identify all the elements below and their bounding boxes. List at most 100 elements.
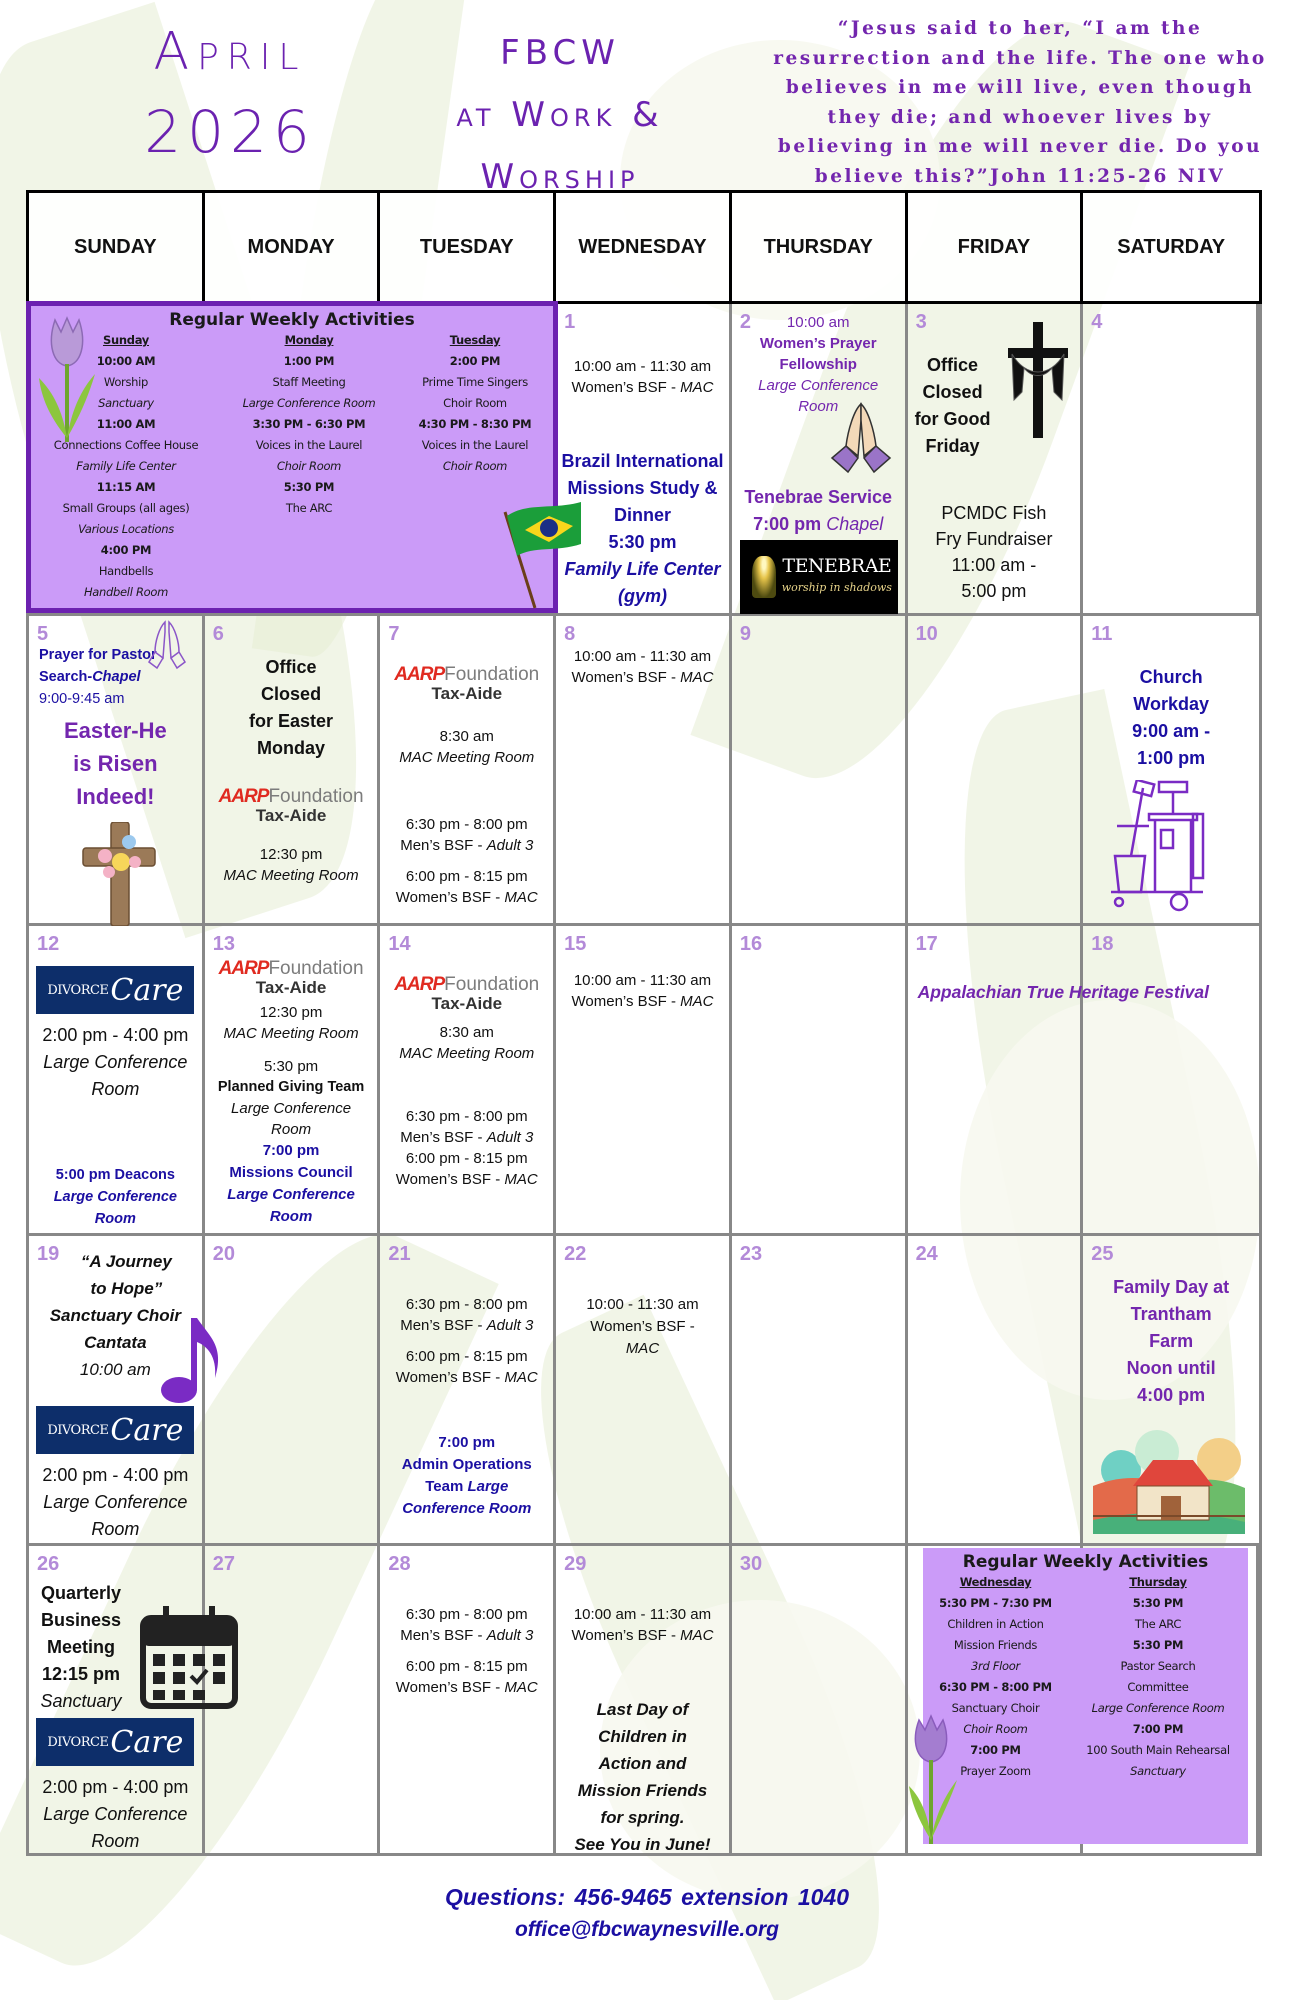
notice-text: for Good bbox=[914, 409, 991, 429]
day-cell-17[interactable]: 17 Appalachian True Heritage Festival bbox=[908, 926, 1209, 1233]
activity-time: 4:30 PM - 8:30 PM bbox=[418, 417, 532, 431]
day-cell-13[interactable]: 13 AARPFoundation Tax-Aide 12:30 pm MAC … bbox=[205, 926, 381, 1233]
day-cell-11[interactable]: 11 Church Workday 9:00 am - 1:00 pm bbox=[1083, 616, 1259, 923]
note-text: Children in bbox=[598, 1727, 687, 1746]
day-number: 29 bbox=[564, 1553, 587, 1575]
day-cell-29[interactable]: 29 10:00 am - 11:30 am Women’s BSF - MAC… bbox=[556, 1546, 732, 1854]
activity-name: Prime Time Singers bbox=[422, 375, 528, 389]
day-cell-22[interactable]: 22 10:00 - 11:30 am Women’s BSF - MAC bbox=[556, 1236, 732, 1543]
day-cell-30[interactable]: 30 bbox=[732, 1546, 908, 1853]
day-number: 17 bbox=[915, 933, 938, 955]
day-cell-16[interactable]: 16 bbox=[732, 926, 908, 1233]
event-aarp: 8:30 am MAC Meeting Room bbox=[380, 1022, 553, 1064]
event-womens-bsf: 6:00 pm - 8:15 pm Women’s BSF - MAC bbox=[380, 1656, 553, 1698]
farm-barn-icon bbox=[1093, 1430, 1246, 1534]
event-time: 1:00 pm bbox=[1137, 748, 1206, 768]
event-aarp: 12:30 pm MAC Meeting Room bbox=[205, 844, 378, 886]
note-text: Mission Friends bbox=[577, 1781, 708, 1800]
event-title: Meeting bbox=[46, 1637, 115, 1657]
contact-email[interactable]: office@fbcwaynesville.org bbox=[514, 1918, 779, 1941]
day-cell-4[interactable]: 4 bbox=[1083, 304, 1259, 613]
weekday-header-row: SUNDAY MONDAY TUESDAY WEDNESDAY THURSDAY… bbox=[26, 190, 1262, 304]
event-title: Farm bbox=[1149, 1331, 1194, 1351]
event-time: 5:30 pm bbox=[263, 1058, 319, 1075]
day-cell-26[interactable]: 26 Quarterly Business Meeting 12:15 pm S… bbox=[29, 1546, 238, 1853]
activity-name: Staff Meeting bbox=[272, 375, 346, 389]
day-cell-28[interactable]: 28 6:30 pm - 8:00 pm Men’s BSF - Adult 3… bbox=[380, 1546, 557, 1853]
activity-time: 2:00 PM bbox=[449, 354, 501, 368]
activity-location: Large Conference Room bbox=[242, 396, 376, 410]
day-cell-25[interactable]: 25 Family Day at Trantham Farm Noon unti… bbox=[1083, 1236, 1259, 1543]
day-cell-15[interactable]: 15 10:00 am - 11:30 am Women’s BSF - MAC bbox=[556, 926, 732, 1233]
day-number: 30 bbox=[739, 1553, 763, 1575]
day-cell-18[interactable]: 18 bbox=[1083, 926, 1259, 1233]
easter-message: Easter-He is Risen Indeed! bbox=[29, 714, 202, 813]
day-cell-9[interactable]: 9 bbox=[732, 616, 908, 923]
day-cell-5[interactable]: 5 Prayer for Pastor Search-Chapel 9:00-9… bbox=[29, 616, 205, 926]
event-title: Women’s Prayer bbox=[759, 335, 877, 352]
day-cell-10[interactable]: 10 bbox=[908, 616, 1084, 923]
day-number: 23 bbox=[739, 1243, 763, 1265]
week-row-1: 1 10:00 am - 11:30 am Women’s BSF - MAC … bbox=[26, 301, 1262, 616]
event-time: 6:00 pm - 8:15 pm bbox=[405, 1150, 528, 1167]
event-mens-bsf: 6:30 pm - 8:00 pm Men’s BSF - Adult 3 bbox=[380, 1106, 553, 1148]
event-title: Workday bbox=[1133, 694, 1209, 714]
logo-text: AARP bbox=[394, 664, 445, 685]
event-time: 5:30 pm bbox=[608, 532, 677, 552]
day-cell-6[interactable]: 6 Office Closed for Easter Monday AARPFo… bbox=[205, 616, 381, 923]
day-cell-27[interactable]: 27 bbox=[205, 1546, 381, 1853]
scripture-verse: “Jesus said to her, “I am the resurrecti… bbox=[773, 18, 1267, 187]
year: 2026 bbox=[144, 98, 316, 166]
logo-text: Tax-Aide bbox=[431, 684, 503, 703]
day-number: 13 bbox=[212, 933, 235, 955]
event-location: Family Life Center bbox=[564, 559, 721, 579]
activity-time: 5:30 PM bbox=[1132, 1638, 1184, 1652]
event-title: Church bbox=[1139, 667, 1203, 687]
day-number: 5 bbox=[37, 623, 49, 645]
event-location: Large Conference bbox=[43, 1492, 188, 1512]
day-cell-14[interactable]: 14 AARPFoundation Tax-Aide 8:30 am MAC M… bbox=[380, 926, 557, 1233]
event-location: Large Conference bbox=[227, 1186, 355, 1203]
event-time: 6:00 pm - 8:15 pm bbox=[405, 1348, 528, 1365]
notice-text: Office bbox=[927, 355, 979, 375]
event-time: 12:30 pm bbox=[259, 846, 323, 863]
event-time: 12:15 pm bbox=[41, 1664, 121, 1684]
day-cell-24[interactable]: 24 bbox=[908, 1236, 1084, 1543]
day-number: 26 bbox=[37, 1553, 60, 1575]
aarp-tax-aide-logo: AARPFoundation Tax-Aide bbox=[205, 959, 378, 997]
event-title: Fry Fundraiser bbox=[935, 529, 1053, 549]
event-mens-bsf: 6:30 pm - 8:00 pm Men’s BSF - Adult 3 bbox=[380, 1294, 553, 1336]
day-cell-19[interactable]: 19 “A Journey to Hope” Sanctuary Choir C… bbox=[29, 1236, 219, 1543]
day-number: 9 bbox=[739, 623, 751, 645]
event-mens-bsf: 6:30 pm - 8:00 pm Men’s BSF - Adult 3 bbox=[380, 1604, 553, 1646]
activity-name: Mission Friends bbox=[953, 1638, 1038, 1652]
box-title: Regular Weekly Activities bbox=[169, 310, 415, 330]
event-cantata: “A Journey to Hope” bbox=[59, 1248, 194, 1302]
week-row-4: 19 “A Journey to Hope” Sanctuary Choir C… bbox=[26, 1236, 1262, 1546]
event-title: Brazil International bbox=[561, 451, 724, 471]
day-cell-21[interactable]: 21 6:30 pm - 8:00 pm Men’s BSF - Adult 3… bbox=[380, 1236, 557, 1543]
activity-time: 6:30 PM - 8:00 PM bbox=[939, 1680, 1052, 1694]
day-cell-7[interactable]: 7 AARPFoundation Tax-Aide 8:30 am MAC Me… bbox=[380, 616, 557, 923]
day-cell-20[interactable]: 20 bbox=[205, 1236, 381, 1543]
activity-location: Sanctuary bbox=[1130, 1764, 1186, 1778]
event-planned-giving: 5:30 pm Planned Giving Team Large Confer… bbox=[205, 1056, 378, 1140]
event-title: “A Journey bbox=[80, 1252, 172, 1271]
day-cell-23[interactable]: 23 bbox=[732, 1236, 908, 1543]
week-row-2: 5 Prayer for Pastor Search-Chapel 9:00-9… bbox=[26, 616, 1262, 926]
candle-icon bbox=[751, 556, 776, 598]
event-location: Large Conference bbox=[53, 1189, 177, 1205]
activity-name: Children in Action bbox=[947, 1617, 1044, 1631]
event-time: 6:00 pm - 8:15 pm bbox=[405, 1658, 528, 1675]
day-cell-2[interactable]: 2 10:00 am Women’s Prayer Fellowship Lar… bbox=[732, 304, 908, 614]
day-number: 14 bbox=[388, 933, 411, 955]
event-title: Trantham bbox=[1130, 1304, 1212, 1324]
day-cell-8[interactable]: 8 10:00 am - 11:30 am Women’s BSF - MAC bbox=[556, 616, 732, 923]
tulip-icon bbox=[39, 316, 95, 442]
event-time: 2:00 pm - 4:00 pm bbox=[42, 1465, 189, 1485]
day-cell-3[interactable]: 3 Office Closed for Good Friday PCMDC Fi… bbox=[908, 304, 1084, 613]
event-location: MAC bbox=[625, 1340, 660, 1357]
